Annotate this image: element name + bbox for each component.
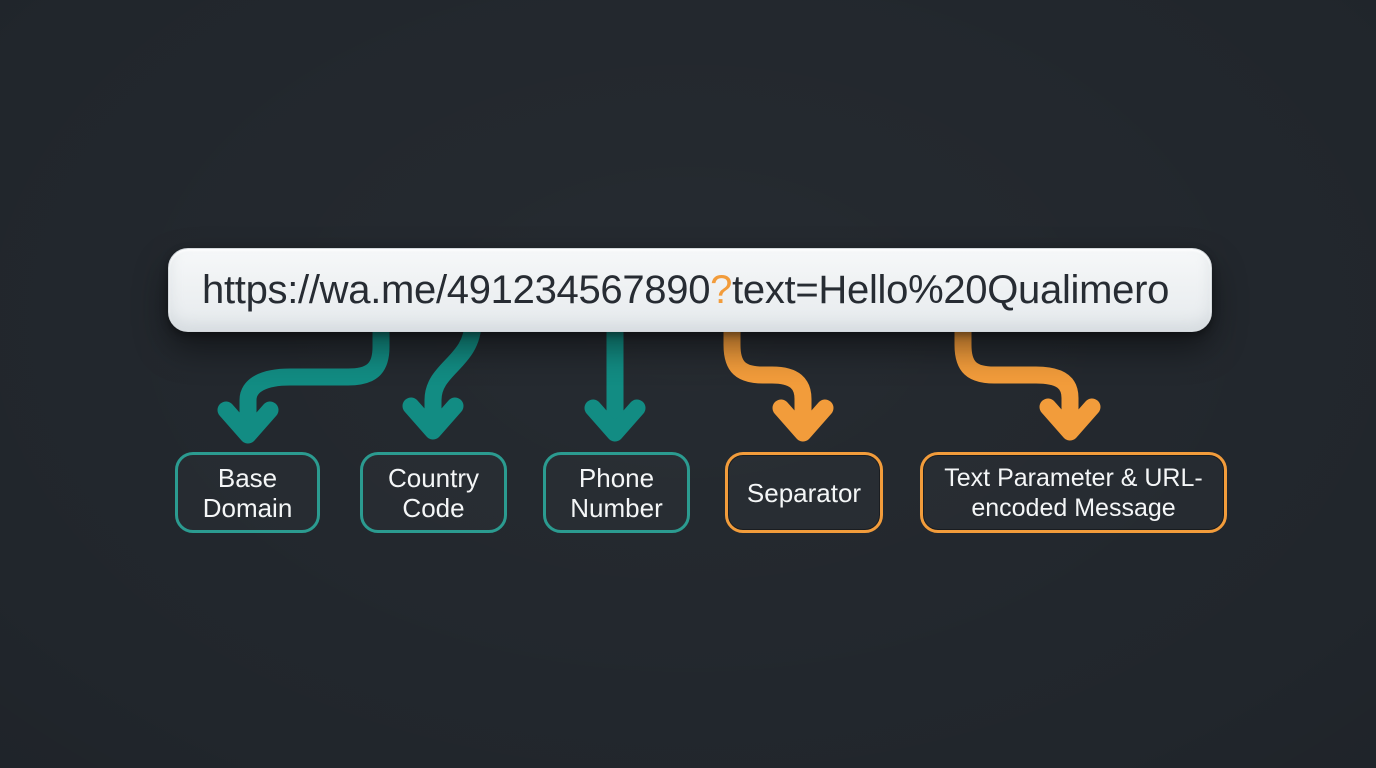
label-phone-number: Phone Number xyxy=(570,462,663,523)
arrow-base-domain-icon xyxy=(217,313,390,444)
url-part-after-separator: text=Hello%20Qualimero xyxy=(732,268,1170,312)
arrow-country-code-icon xyxy=(402,313,482,440)
label-separator: Separator xyxy=(746,477,862,508)
label-text-parameter: Text Parameter & URL-encoded Message xyxy=(944,463,1203,522)
url-text: https://wa.me/491234567890?text=Hello%20… xyxy=(202,270,1169,310)
arrow-separator-icon xyxy=(723,313,834,442)
label-box-phone-number: Phone Number xyxy=(543,452,690,533)
url-address-bar[interactable]: https://wa.me/491234567890?text=Hello%20… xyxy=(168,248,1212,332)
label-box-country-code: Country Code xyxy=(360,452,507,533)
label-box-text-parameter: Text Parameter & URL-encoded Message xyxy=(920,452,1227,533)
url-part-before-separator: https://wa.me/491234567890 xyxy=(202,268,711,312)
url-separator-character: ? xyxy=(710,268,733,312)
label-box-separator: Separator xyxy=(725,452,883,533)
label-country-code: Country Code xyxy=(387,462,480,523)
arrow-text-parameter-icon xyxy=(954,313,1101,441)
label-box-base-domain: Base Domain xyxy=(175,452,320,533)
label-base-domain: Base Domain xyxy=(202,462,293,523)
arrow-phone-number-icon xyxy=(584,313,646,442)
